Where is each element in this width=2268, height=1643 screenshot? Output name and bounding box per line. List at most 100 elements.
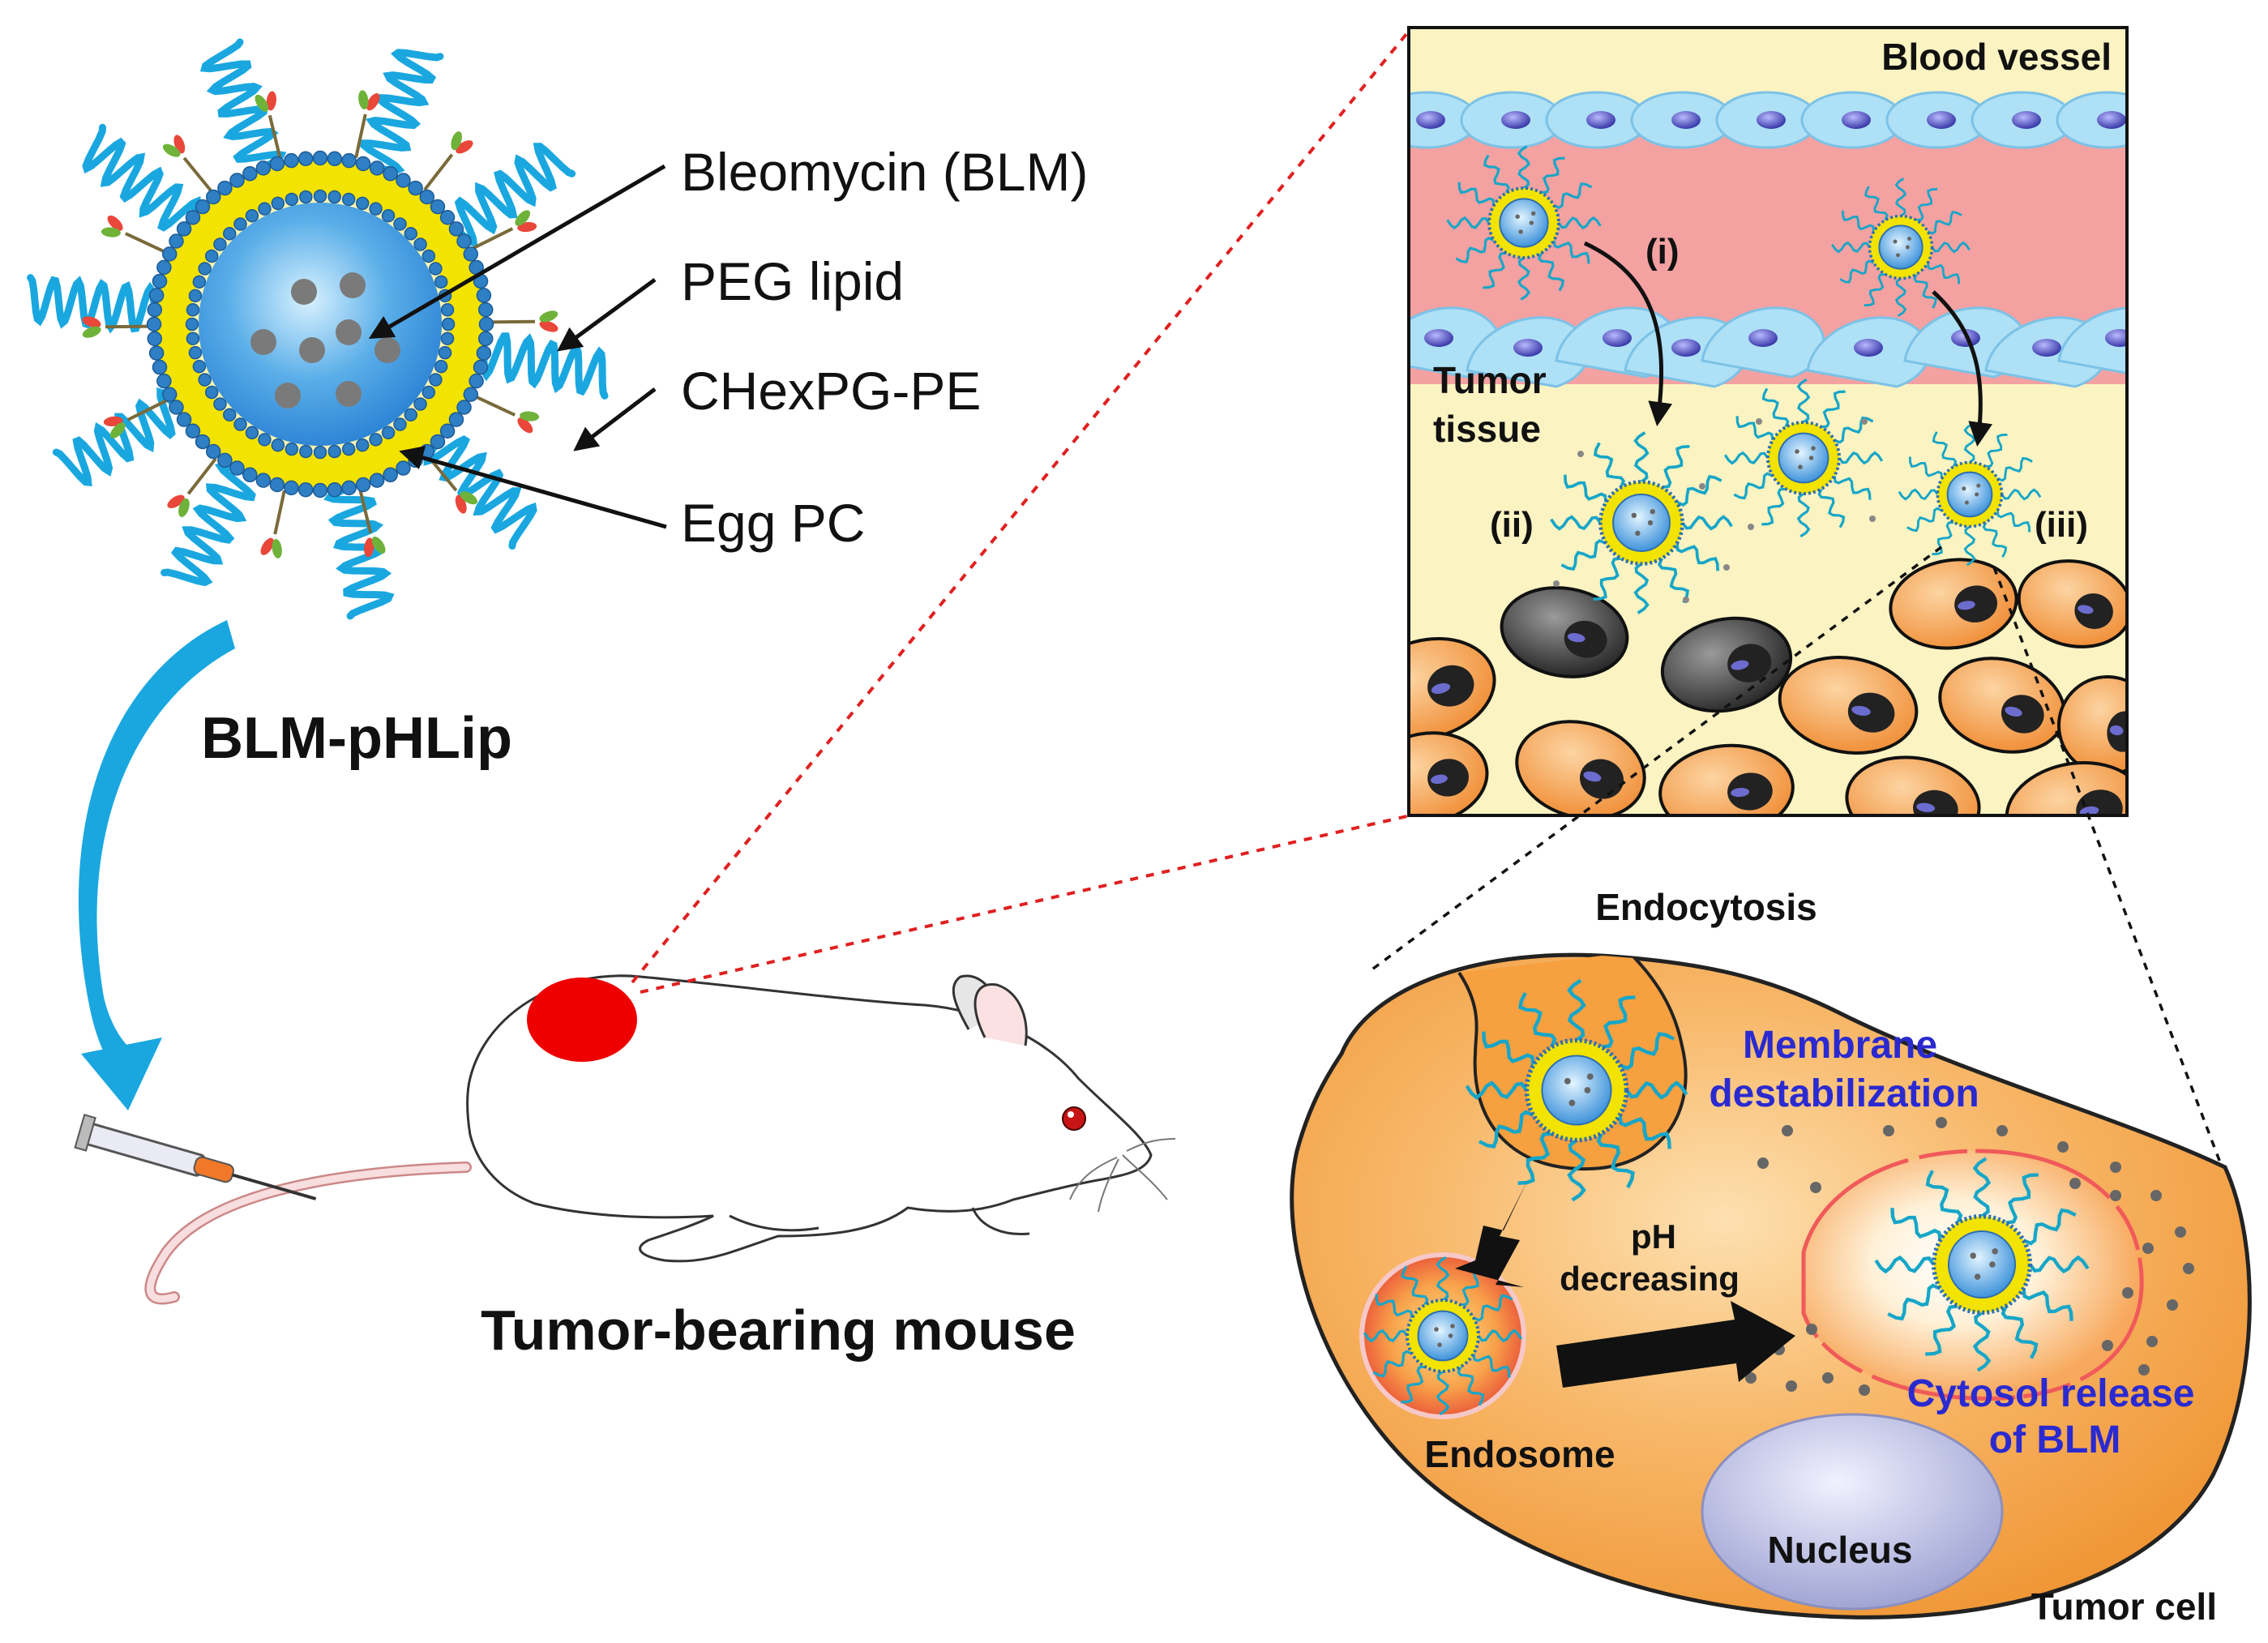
mini-peg	[1375, 1294, 1414, 1319]
lipid-head	[327, 151, 343, 167]
lipid-head	[476, 345, 492, 361]
blm-dot	[2138, 1364, 2150, 1376]
mini-peg	[2001, 1305, 2039, 1359]
label-step-iii: (iii)	[2035, 505, 2088, 545]
label-endosome: Endosome	[1424, 1433, 1615, 1475]
mini-peg	[1363, 1329, 1409, 1343]
chexpg-head	[82, 316, 101, 328]
cell-nucleus-dark	[2001, 695, 2044, 734]
lipid-head	[213, 237, 227, 251]
lipid-head	[233, 417, 247, 431]
lipid-head	[185, 209, 201, 225]
mini-peg	[1436, 1370, 1450, 1416]
lipid-head	[285, 192, 299, 207]
chexpg-head	[103, 416, 123, 426]
mini-peg	[1560, 538, 1607, 571]
mini-peg	[1473, 1294, 1513, 1322]
lipid-head	[198, 262, 212, 276]
endothelial-cells-top	[1409, 91, 2127, 149]
mini-drug	[1530, 211, 1536, 216]
lipid-head	[297, 151, 314, 167]
chexpg-head	[520, 411, 540, 421]
label-blood-vessel: Blood vessel	[1881, 36, 2112, 78]
mini-core	[1947, 1230, 2017, 1299]
lipid-head	[430, 199, 446, 215]
blm-dot	[2167, 1299, 2178, 1311]
mini-peg	[1916, 187, 1938, 222]
cell-nucleus-dark	[2107, 711, 2127, 752]
aqueous-core	[199, 203, 442, 446]
mini-peg	[1541, 156, 1565, 195]
liposome-title: BLM-pHLip	[201, 706, 512, 771]
cell-nucleus-dark	[1727, 644, 1772, 682]
component-pointers	[368, 164, 667, 529]
lipid-head	[408, 180, 423, 196]
mini-peg	[1567, 978, 1586, 1042]
lipid-head	[448, 412, 464, 427]
blm-dot	[2110, 1162, 2121, 1173]
lipid-head	[440, 332, 455, 345]
lipid-head	[204, 385, 219, 400]
drug-dot	[1723, 564, 1730, 571]
chexpg-head	[371, 537, 386, 554]
lipid-head	[313, 189, 327, 203]
cell-nucleus-dark	[1727, 772, 1773, 811]
chexpg-head	[358, 90, 369, 110]
lipid-head	[327, 190, 341, 204]
chexpg-head	[366, 93, 380, 111]
lipid-head	[271, 438, 285, 452]
mini-peg	[2022, 1288, 2073, 1321]
lipid-head	[355, 477, 371, 493]
label-tumor: Tumor	[1433, 359, 1547, 401]
chexpg-head	[260, 537, 274, 555]
endothelial-nucleus	[1671, 339, 1701, 357]
endocytosis-arrow	[1455, 1179, 1528, 1287]
label-destabilization: destabilization	[1709, 1072, 1979, 1115]
cell-nucleus-dark	[1427, 665, 1474, 707]
cell-nucleolus	[1851, 705, 1871, 716]
lipid-head	[393, 417, 407, 431]
mini-drug	[1811, 446, 1816, 451]
mini-core	[1778, 432, 1829, 484]
mini-peg	[1457, 1366, 1485, 1406]
tumor-tissue-cell	[1658, 743, 1795, 815]
endothelial-nucleus	[1927, 111, 1956, 129]
lipid-head	[192, 359, 207, 374]
lipid-head	[269, 477, 285, 493]
label-cytosol-release: Cytosol release	[1907, 1372, 2195, 1415]
mini-drug	[1896, 253, 1900, 258]
mini-peg	[1972, 1157, 1992, 1218]
mini-peg	[1624, 1080, 1688, 1100]
lipid-head	[477, 331, 494, 347]
mini-peg	[1931, 241, 1971, 254]
mini-peg	[1675, 543, 1720, 571]
liposome-iii	[1898, 422, 2042, 567]
cell-nucleolus	[1583, 771, 1602, 782]
chexpg-head	[178, 498, 190, 517]
lipid-head	[413, 237, 427, 251]
lipid-head	[192, 275, 207, 289]
chexpg-stem	[423, 153, 454, 191]
liposome-dispersed	[1723, 378, 1884, 538]
blm-dot	[1859, 1384, 1870, 1396]
lipid-head	[285, 442, 299, 456]
mini-peg	[1723, 451, 1769, 465]
lipid-head	[156, 259, 172, 276]
liposome-in-vessel-2	[1831, 178, 1971, 317]
endothelial-nucleus	[1513, 339, 1543, 357]
blm-dot	[1786, 1380, 1797, 1392]
mini-peg	[1864, 186, 1889, 221]
mini-peg	[1618, 1115, 1671, 1149]
lipid-head	[369, 433, 383, 447]
mini-peg	[1925, 1304, 1958, 1356]
cell-nucleolus	[1916, 802, 1936, 812]
blm-dot	[2183, 1263, 2194, 1274]
lipid-head	[152, 359, 168, 375]
lipid-head	[176, 412, 192, 427]
lipid-head	[146, 316, 162, 332]
endothelial-nucleus	[1748, 329, 1778, 347]
lipid-head	[355, 156, 371, 172]
lipid-head	[429, 373, 443, 387]
mini-peg	[2028, 1255, 2090, 1274]
lipid-head	[440, 303, 455, 317]
